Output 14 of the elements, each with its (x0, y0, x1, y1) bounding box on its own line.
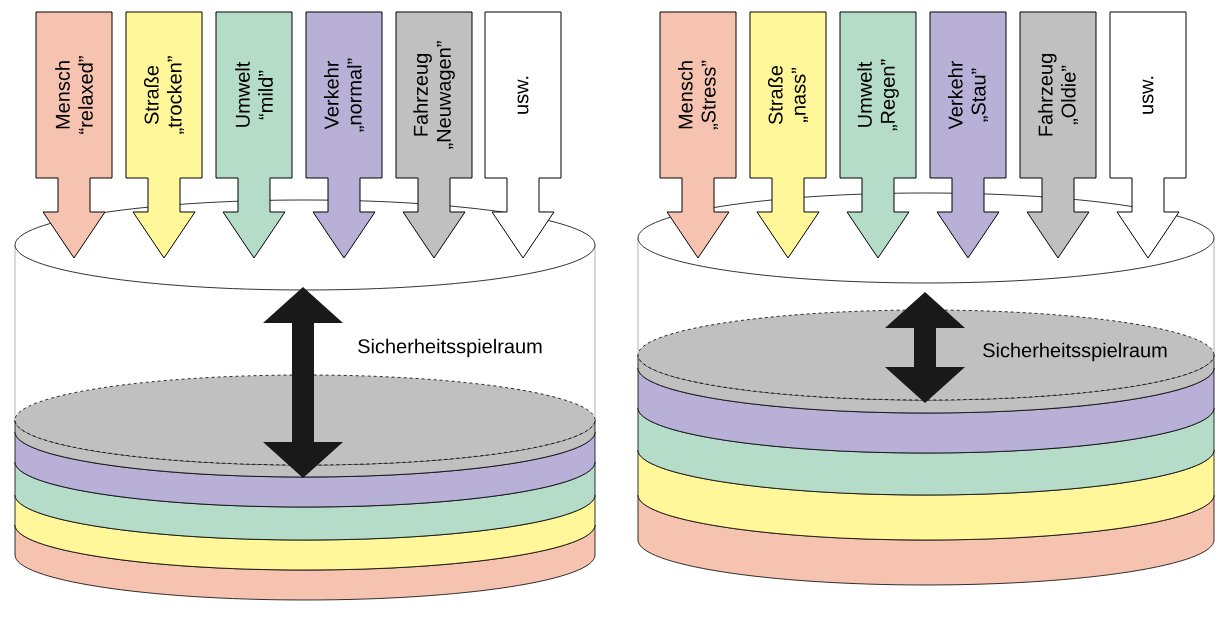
arrow-box: Mensch “relaxed” (35, 11, 113, 259)
measure-label: Sicherheitsspielraum (358, 338, 542, 358)
arrow-box: Umwelt „Regen” (839, 11, 917, 259)
arrow-box: Umwelt “mild” (215, 11, 293, 259)
arrow-box: usw. (1109, 11, 1187, 259)
arrow-box: Verkehr „Stau” (929, 11, 1007, 259)
arrow-box: Mensch „Stress” (659, 11, 737, 259)
arrow-box: Straße „trocken” (125, 11, 203, 259)
arrow-box: Verkehr „normal” (305, 11, 383, 259)
arrow-box: usw. (484, 11, 562, 259)
arrow-box: Fahrzeug „Neuwagen” (395, 11, 473, 259)
arrow-box: Fahrzeug „Oldie” (1019, 11, 1097, 259)
arrow-box: Straße „nass” (749, 11, 827, 259)
measure-label: Sicherheitsspielraum (983, 342, 1167, 362)
